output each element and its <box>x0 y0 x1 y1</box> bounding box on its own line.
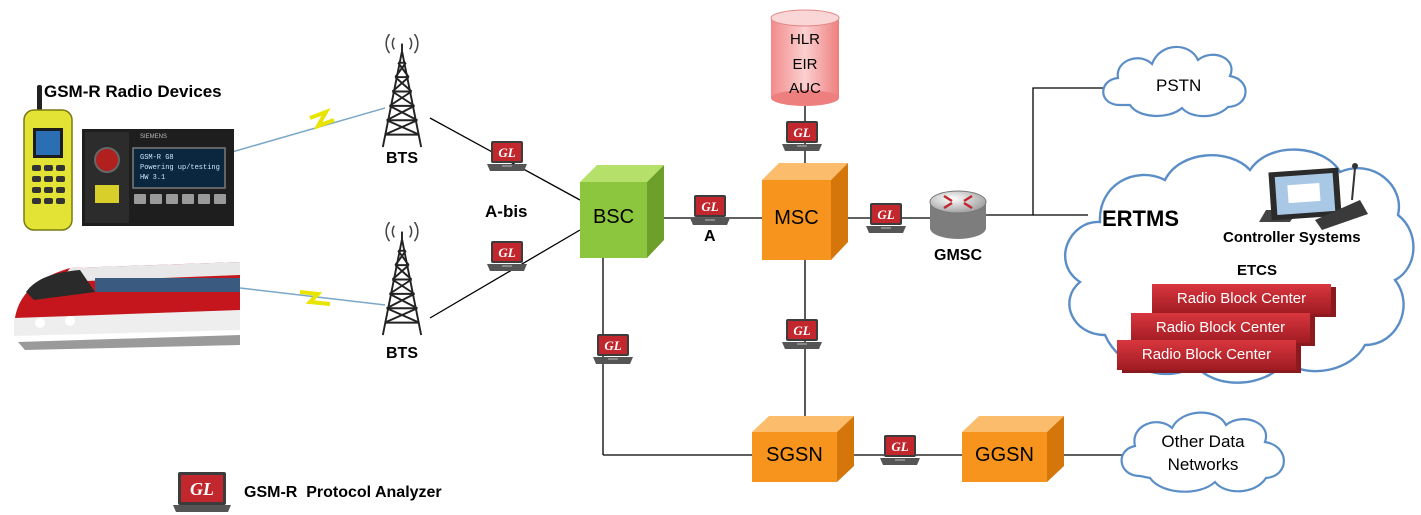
radio-link-top <box>231 107 386 153</box>
ertms-label: ERTMS <box>1102 206 1179 231</box>
analyzer-msc-gmsc-icon[interactable] <box>866 203 906 233</box>
controller-systems-icon <box>1259 163 1368 230</box>
rbc-label-3: Radio Block Center <box>1141 346 1272 363</box>
other-networks-line-1: Other Data <box>1161 432 1245 451</box>
screen-line-2: Powering up/testing <box>140 164 220 172</box>
msc-node <box>762 163 848 260</box>
link-gmsc-pstn <box>986 87 1108 216</box>
rbc-box-1 <box>1152 284 1331 314</box>
rbc-stack <box>1117 284 1336 373</box>
radio-link-bottom <box>239 287 386 306</box>
sgsn-label: SGSN <box>766 444 823 466</box>
cab-radio-icon: SIEMENS GSM-R G8 Powering up/testing HW … <box>82 129 234 226</box>
eir-label: EIR <box>792 56 818 73</box>
network-links <box>429 87 1128 456</box>
bts-tower-top-icon <box>381 34 423 149</box>
controller-systems-label: Controller Systems <box>1223 229 1361 246</box>
legend-logo-text: GL <box>190 479 214 499</box>
ggsn-label: GGSN <box>975 444 1034 466</box>
ggsn-node <box>962 416 1064 482</box>
sgsn-node <box>752 416 854 482</box>
other-networks-line-2: Networks <box>1167 455 1239 474</box>
bsc-node <box>580 165 664 258</box>
link-bts-bottom-bsc <box>429 229 581 319</box>
bts-bottom-label: BTS <box>386 345 418 362</box>
hlr-label: HLR <box>789 31 820 48</box>
bts-tower-bottom-icon <box>381 222 423 337</box>
gmsc-router-icon <box>929 190 987 239</box>
rbc-label-1: Radio Block Center <box>1176 290 1307 307</box>
other-networks-cloud <box>1120 411 1285 493</box>
legend-label: GSM-R Protocol Analyzer <box>244 484 442 501</box>
legend-analyzer-icon: GL <box>173 472 231 512</box>
analyzer-hlr-msc-icon[interactable] <box>782 121 822 151</box>
analyzer-sgsn-ggsn-icon[interactable] <box>880 435 920 465</box>
analyzer-msc-sgsn-icon[interactable] <box>782 319 822 349</box>
pstn-label: PSTN <box>1156 76 1202 95</box>
screen-line-3: HW 3.1 <box>140 174 165 182</box>
analyzer-abis-bottom-icon[interactable] <box>487 241 527 271</box>
analyzer-abis-top-icon[interactable] <box>487 141 527 171</box>
gmsc-label: GMSC <box>934 247 982 264</box>
a-interface-label: A <box>704 228 716 245</box>
auc-label: AUC <box>789 80 821 97</box>
devices-title: GSM-R Radio Devices <box>44 82 222 101</box>
rbc-box-2 <box>1131 313 1310 343</box>
analyzer-bsc-sgsn-icon[interactable] <box>593 334 633 364</box>
rbc-box-3 <box>1117 340 1296 370</box>
etcs-label: ETCS <box>1237 262 1278 279</box>
gsm-r-handset-icon <box>23 85 73 231</box>
hlr-eir-auc-database <box>770 9 840 106</box>
bsc-label: BSC <box>592 206 635 228</box>
abis-label: A-bis <box>485 202 528 221</box>
train-icon <box>14 262 240 350</box>
rbc-label-2: Radio Block Center <box>1155 319 1286 336</box>
pstn-cloud <box>1102 45 1247 118</box>
screen-brand: SIEMENS <box>140 134 167 140</box>
screen-line-1: GSM-R G8 <box>140 154 174 162</box>
analyzer-a-interface-icon[interactable] <box>690 195 730 225</box>
msc-label: MSC <box>774 207 819 229</box>
bts-top-label: BTS <box>386 150 418 167</box>
